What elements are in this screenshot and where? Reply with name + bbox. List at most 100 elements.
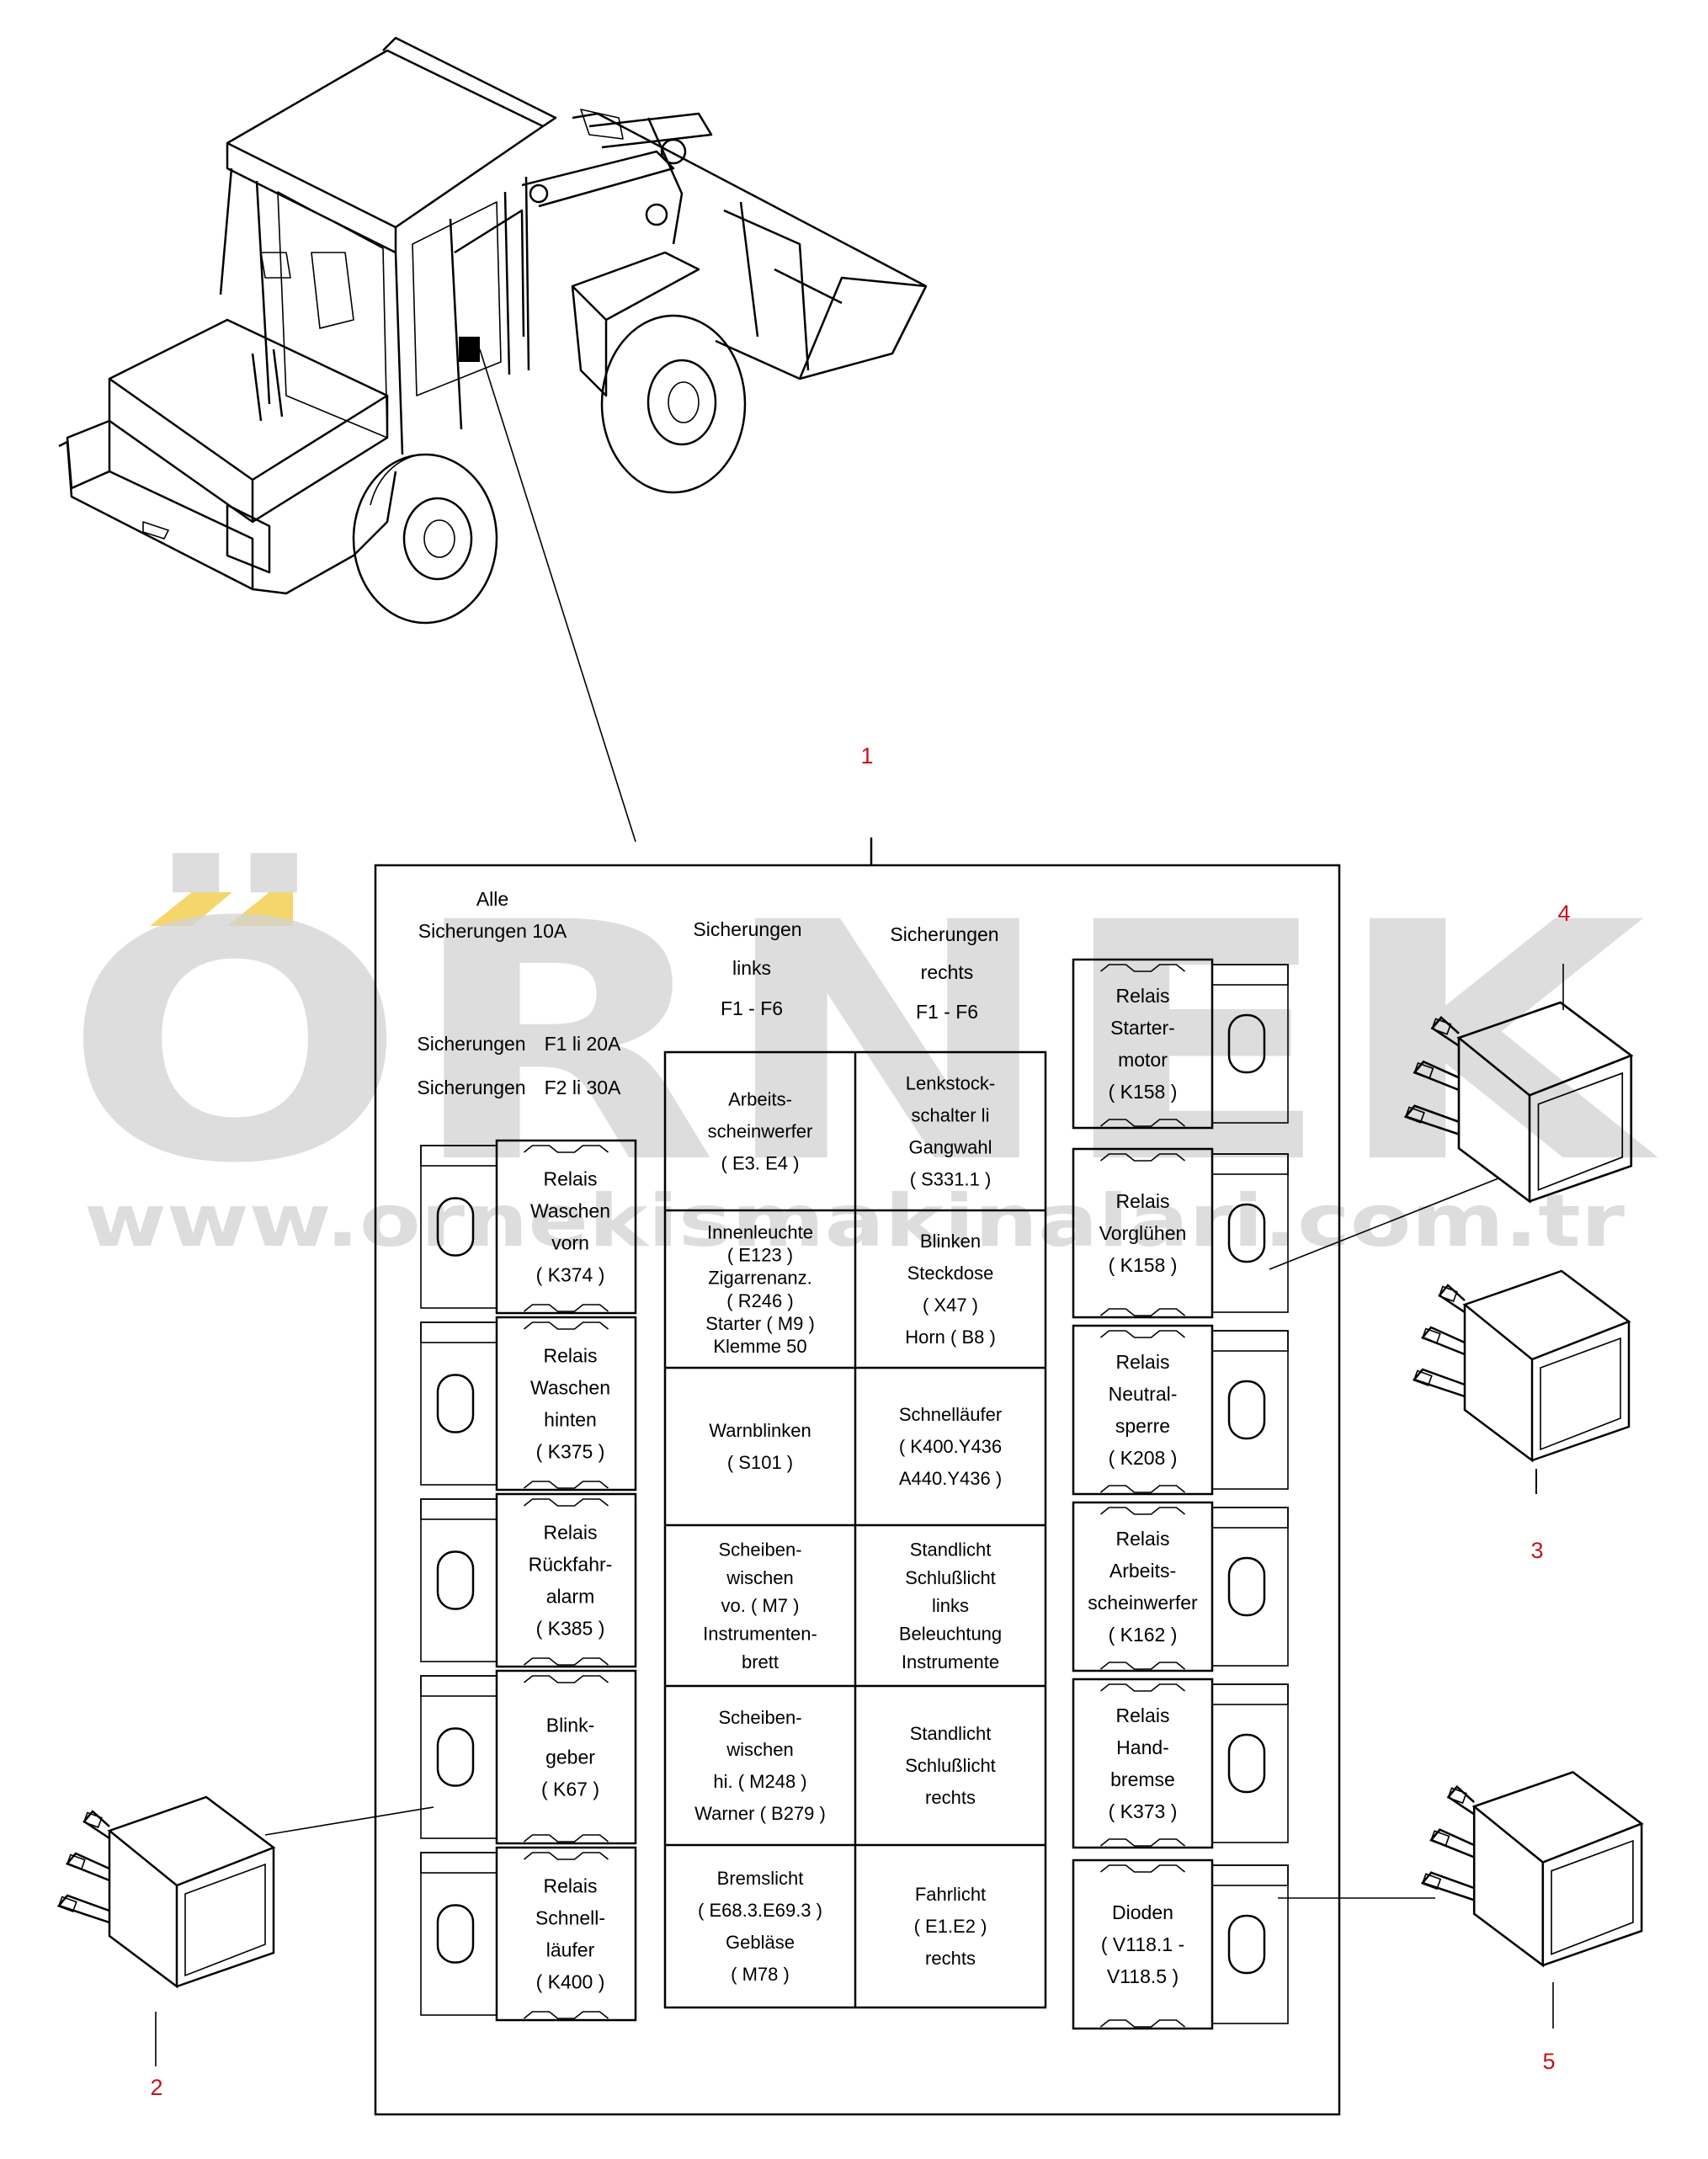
- right-relay-5-top-clip: [1100, 1683, 1185, 1692]
- fuse-cell-r4-c1-line-5: brett: [742, 1651, 779, 1672]
- relay-part-3-terminal-2: [1420, 1326, 1466, 1356]
- fuse-note-2-label: Sicherungen: [417, 1077, 525, 1098]
- fuse-cell-r5-c2-line-1: Standlicht: [910, 1723, 992, 1744]
- relay-part-2: [56, 1795, 276, 1989]
- right-relay-2-line-3: ( K158 ): [1109, 1254, 1178, 1276]
- left-relay-2-terminal-cap: [420, 1321, 498, 1343]
- header-rechts-line2: rechts: [921, 961, 974, 983]
- fuse-cell-r4-c2: StandlichtSchlußlichtlinksBeleuchtungIns…: [899, 1539, 1002, 1672]
- fuse-cell-r1-c1-line-1: Arbeits-: [728, 1089, 792, 1110]
- relay-part-5-face-inset: [1551, 1839, 1634, 1955]
- fuse-cell-r4-c2-line-4: Beleuchtung: [899, 1624, 1002, 1645]
- left-relay-2-housing: [495, 1316, 637, 1492]
- right-relay-4-oval-contact: [1227, 1556, 1266, 1617]
- header-links-line3: F1 - F6: [721, 997, 783, 1019]
- fuse-cell-r4-c2-line-2: Schlußlicht: [905, 1567, 996, 1588]
- relay-part-2-terminal-3: [56, 1894, 110, 1924]
- relay-part-3-top-face: [1462, 1269, 1631, 1361]
- relay-part-4-terminal-3-tip: [1404, 1106, 1425, 1124]
- fuse-cell-r4-c1-line-4: Instrumenten-: [703, 1624, 817, 1645]
- header-links-line2: links: [732, 957, 771, 979]
- right-relay-5-terminal-block: [1211, 1683, 1289, 1843]
- relay-part-4-terminal-2-tip: [1413, 1061, 1434, 1080]
- fuse-cell-r6-c2-line-3: rechts: [925, 1948, 976, 1969]
- relay-part-2-top-face: [107, 1795, 276, 1887]
- relay-part-4-right-face: [1529, 1055, 1633, 1203]
- fuse-cell-r1-c1-line-3: ( E3. E4 ): [721, 1153, 800, 1174]
- relay-part-5-top-face: [1471, 1770, 1644, 1864]
- wheel-loader-illustration: [58, 36, 928, 843]
- left-relay-2-line-1: Relais: [544, 1345, 598, 1367]
- callout-2: 2: [150, 2075, 162, 2100]
- left-relay-5-top-clip: [524, 1852, 609, 1860]
- left-relay-3-line-1: Relais: [544, 1522, 598, 1544]
- fuse-cell-r5-c1-line-3: hi. ( M248 ): [713, 1771, 806, 1792]
- relay-part-4-terminal-3: [1403, 1104, 1460, 1135]
- left-relay-2-top-clip: [524, 1321, 609, 1330]
- left-relay-3-oval-contact: [436, 1550, 475, 1610]
- right-relay-5-line-3: bremse: [1110, 1768, 1175, 1790]
- right-relay-2-bottom-clip: [1100, 1308, 1185, 1316]
- left-relay-1-line-3: vorn: [551, 1232, 589, 1254]
- fuse-grid: Arbeits-scheinwerfer ( E3. E4 ) Lenkstock-…: [663, 1050, 1047, 2009]
- fuse-cell-r2-c1-line-3: Zigarrenanz.: [708, 1268, 812, 1289]
- header-all-line2: Sicherungen 10A: [418, 920, 567, 942]
- fuse-cell-r1-c1: Arbeits-scheinwerfer ( E3. E4 ): [708, 1089, 813, 1174]
- fuse-cell-r4-c2-line-5: Instrumente: [902, 1651, 999, 1672]
- right-relay-1-bottom-clip: [1100, 1119, 1185, 1127]
- left-relay-2-bottom-clip: [524, 1481, 609, 1489]
- callout-numbers: 1 2 3 4 5: [150, 743, 1570, 2100]
- left-relay-1-line-2: Waschen: [530, 1200, 610, 1222]
- header-rechts-line1: Sicherungen: [890, 923, 998, 945]
- fuse-cell-r3-c1-line-1: Warnblinken: [709, 1420, 811, 1441]
- left-relay-5-line-4: ( K400 ): [536, 1971, 605, 1993]
- fuse-cell-r1-c1-line-2: scheinwerfer: [708, 1121, 813, 1142]
- right-relay-6-oval-contact: [1227, 1914, 1266, 1975]
- relay-part-2-terminal-1-tip: [82, 1811, 103, 1828]
- fuse-cell-r5-c1-line-4: Warner ( B279 ): [694, 1803, 826, 1824]
- right-relay-6: Dioden( V118.1 -V118.5 ): [1072, 1859, 1289, 2030]
- left-relay-1-bottom-clip: [524, 1304, 609, 1312]
- left-relay-3-terminal-cap: [420, 1498, 498, 1520]
- fuse-cell-r5-c2-line-3: rechts: [925, 1787, 976, 1808]
- right-relay-6-line-1: Dioden: [1112, 1901, 1173, 1923]
- fuse-notes: Sicherungen F1 li 20A Sicherungen F2 li …: [417, 1033, 621, 1098]
- fuse-cell-r2-c1-line-4: ( R246 ): [726, 1290, 793, 1311]
- right-relay-4-line-2: Arbeits-: [1109, 1560, 1176, 1582]
- watermark-brand: ÖRNEK: [63, 849, 1661, 1235]
- left-relay-5-line-1: Relais: [544, 1875, 598, 1897]
- fuse-cell-r1-c2-line-1: Lenkstock-: [906, 1073, 995, 1094]
- right-relay-1-line-1: Relais: [1116, 985, 1170, 1007]
- right-relay-5-line-4: ( K373 ): [1109, 1800, 1178, 1822]
- left-relay-3-bottom-clip: [524, 1657, 609, 1666]
- right-relay-3-bottom-clip: [1100, 1485, 1185, 1493]
- right-relay-6-line-3: V118.5 ): [1107, 1965, 1179, 1987]
- fuse-cell-r6-c2-line-1: Fahrlicht: [915, 1884, 986, 1905]
- right-relay-4-line-4: ( K162 ): [1109, 1624, 1178, 1646]
- fuse-cell-r5-c1-line-2: wischen: [726, 1739, 793, 1760]
- header-links-line1: Sicherungen: [693, 918, 801, 940]
- relay-part-4: [1403, 1001, 1634, 1204]
- relay-part-5: [1420, 1770, 1644, 1968]
- fuse-cell-r3-c2-line-3: A440.Y436 ): [899, 1468, 1002, 1489]
- fuse-cell-r6-c1-line-3: Gebläse: [726, 1932, 795, 1953]
- relay-part-5-terminal-3: [1420, 1871, 1475, 1901]
- leader-lines: [155, 964, 1564, 2066]
- fuse-panel: Alle Sicherungen 10A Sicherungen links F…: [374, 838, 1341, 2116]
- left-relay-5-line-3: läufer: [546, 1939, 595, 1961]
- relay-part-3-face-inset: [1540, 1337, 1621, 1451]
- fuse-cell-r6-c1-line-2: ( E68.3.E69.3 ): [698, 1900, 822, 1921]
- left-relay-3-housing: [495, 1492, 637, 1668]
- left-relay-3-terminal-block: [420, 1498, 498, 1662]
- fuse-cell-r2-c2-line-4: Horn ( B8 ): [905, 1327, 996, 1348]
- fuse-note-2-value: F2 li 30A: [545, 1077, 621, 1098]
